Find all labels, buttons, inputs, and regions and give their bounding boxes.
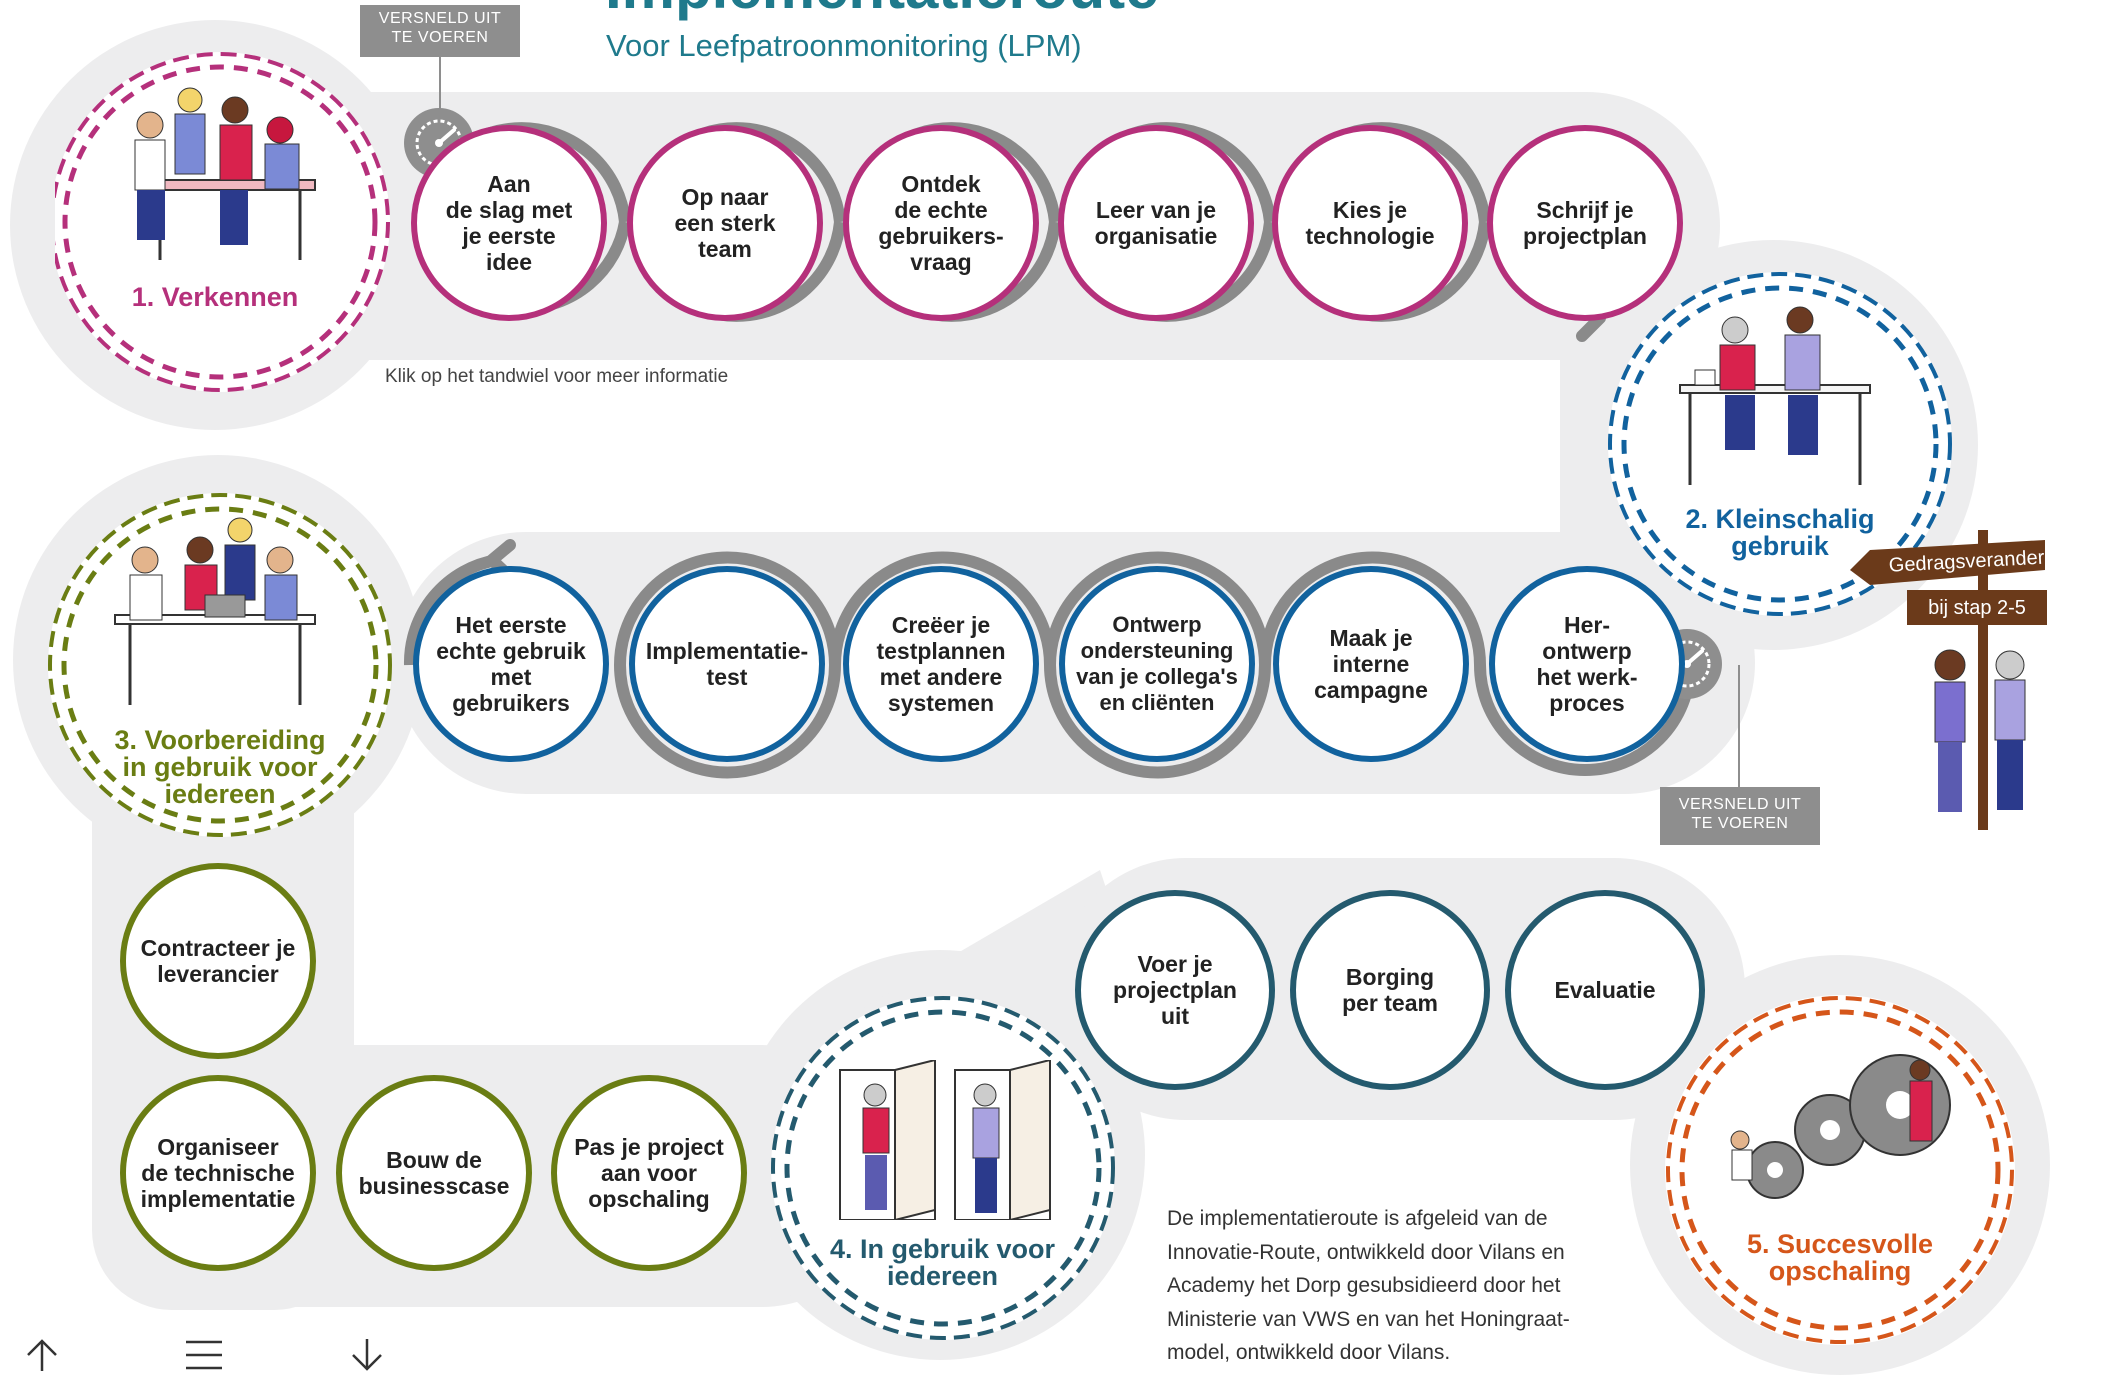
phase-3-label: 3. Voorbereiding in gebruik voor iederee… [114, 725, 326, 809]
step-evaluatie[interactable]: Evaluatie [1505, 890, 1705, 1090]
step-label: Ontwerp ondersteuning van je collega's e… [1076, 612, 1238, 715]
step-label: Evaluatie [1554, 977, 1656, 1003]
step-label: Op naar een sterk team [674, 184, 776, 262]
step-label: Contracteer je leverancier [140, 935, 296, 987]
phase-1-label: 1. Verkennen [131, 282, 299, 312]
step-label: Her- ontwerp het werk- proces [1536, 612, 1638, 716]
versneld-tag-top: VERSNELD UIT TE VOEREN [360, 5, 520, 57]
step-schrijf-projectplan[interactable]: Schrijf je projectplan [1487, 125, 1683, 321]
doors-illustration [839, 1060, 1051, 1220]
arrow-up-icon[interactable] [22, 1335, 62, 1375]
step-gebruikersvraag[interactable]: Ontdek de echte gebruikers- vraag [843, 125, 1039, 321]
phase-2-label: 2. Kleinschalig gebruik [1685, 504, 1875, 561]
step-label: Kies je technologie [1305, 197, 1435, 249]
gears-team-illustration [1730, 1054, 1951, 1199]
two-people-tablet-illustration [1679, 306, 1871, 485]
step-label: Pas je project aan voor opschaling [574, 1134, 724, 1212]
footnote: De implementatieroute is afgeleid van de… [1167, 1207, 1570, 1364]
signpost-bottom-label: bij stap 2-5 [1928, 597, 2026, 619]
step-label: Leer van je organisatie [1094, 197, 1218, 249]
versneld-connector-right [1738, 665, 1740, 787]
step-technische-implementatie[interactable]: Organiseer de technische implementatie [120, 1075, 316, 1271]
step-label: Maak je interne campagne [1314, 625, 1428, 703]
versneld-tag-right: VERSNELD UIT TE VOEREN [1660, 787, 1820, 845]
menu-icon[interactable] [184, 1338, 224, 1372]
step-herontwerp-werkproces[interactable]: Her- ontwerp het werk- proces [1489, 566, 1685, 762]
step-label: Borging per team [1342, 964, 1438, 1016]
step-ondersteuning[interactable]: Ontwerp ondersteuning van je collega's e… [1059, 566, 1255, 762]
team-laptop-illustration [114, 517, 316, 705]
step-label: Aan de slag met je eerste idee [445, 171, 573, 275]
step-label: Schrijf je projectplan [1523, 197, 1647, 249]
people-at-table-illustration [134, 87, 316, 260]
step-label: Creëer je testplannen met andere systeme… [876, 612, 1006, 716]
phase-4-label: 4. In gebruik voor iedereen [829, 1234, 1056, 1291]
step-sterk-team[interactable]: Op naar een sterk team [627, 125, 823, 321]
page-title: Implementatieroute [605, 0, 1158, 18]
signpost-illustration [1850, 530, 2047, 830]
step-label: Bouw de businesscase [358, 1147, 510, 1199]
step-label: Voer je projectplan uit [1113, 951, 1237, 1029]
arrow-down-icon[interactable] [347, 1335, 387, 1375]
step-label: Implementatie- test [645, 638, 809, 690]
step-aan-de-slag[interactable]: Aan de slag met je eerste idee [411, 125, 607, 321]
step-borging-per-team[interactable]: Borging per team [1290, 890, 1490, 1090]
step-businesscase[interactable]: Bouw de businesscase [336, 1075, 532, 1271]
step-leer-van-organisatie[interactable]: Leer van je organisatie [1058, 125, 1254, 321]
step-kies-technologie[interactable]: Kies je technologie [1272, 125, 1468, 321]
phase-5-label: 5. Succesvolle opschaling [1746, 1229, 1934, 1286]
step-label: Ontdek de echte gebruikers- vraag [878, 171, 1004, 275]
step-label: Organiseer de technische implementatie [140, 1134, 296, 1212]
step-voer-projectplan-uit[interactable]: Voer je projectplan uit [1075, 890, 1275, 1090]
step-interne-campagne[interactable]: Maak je interne campagne [1273, 566, 1469, 762]
step-testplannen[interactable]: Creëer je testplannen met andere systeme… [843, 566, 1039, 762]
step-label: Het eerste echte gebruik met gebruikers [436, 612, 586, 716]
page-subtitle: Voor Leefpatroonmonitoring (LPM) [606, 28, 1082, 63]
phase-2-gear[interactable] [1600, 262, 1960, 627]
step-eerste-echte-gebruik[interactable]: Het eerste echte gebruik met gebruikers [413, 566, 609, 762]
gear-hint: Klik op het tandwiel voor meer informati… [385, 366, 729, 387]
step-opschaling-aanpassen[interactable]: Pas je project aan voor opschaling [551, 1075, 747, 1271]
step-implementatietest[interactable]: Implementatie- test [629, 566, 825, 762]
versneld-connector-top [439, 57, 441, 112]
step-contracteer-leverancier[interactable]: Contracteer je leverancier [120, 863, 316, 1059]
